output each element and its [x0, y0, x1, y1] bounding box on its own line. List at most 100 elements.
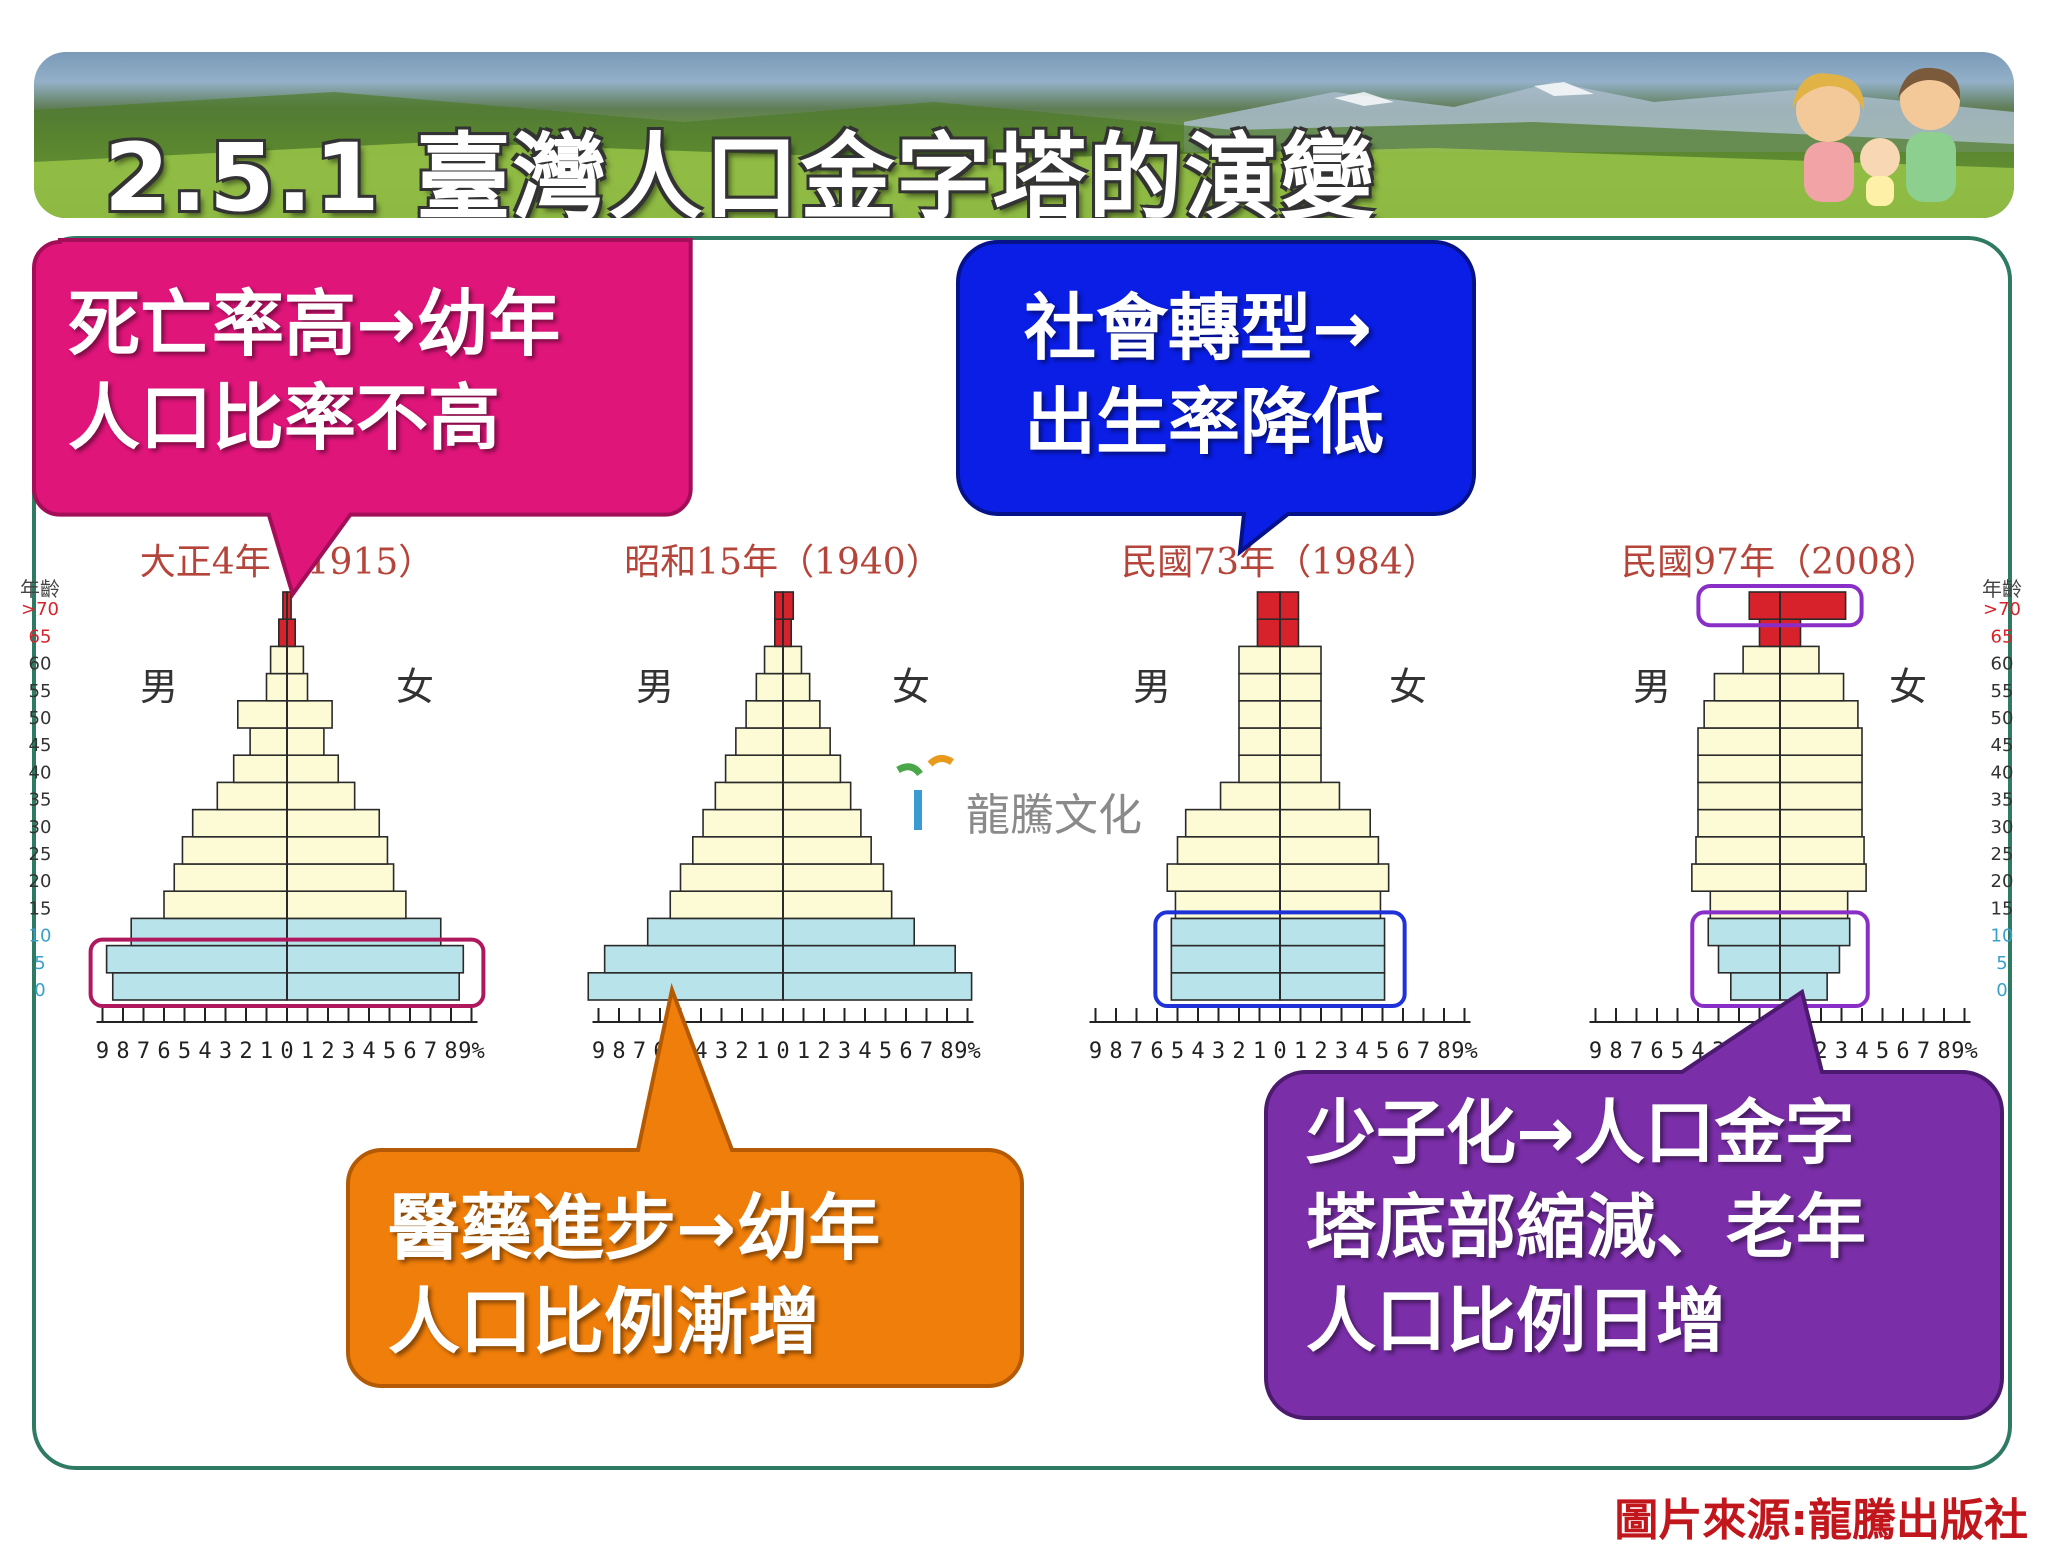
bar-female-0	[286, 971, 460, 1001]
x-tick-label: 6	[403, 1039, 416, 1064]
bar-male-35	[1697, 781, 1781, 811]
bar-male-30	[191, 808, 288, 838]
x-tick-label: 2	[1314, 1039, 1327, 1064]
x-tick-label: 8	[940, 1039, 953, 1064]
age-tick-label: 5	[34, 953, 45, 974]
x-tick-label: 6	[1150, 1039, 1163, 1064]
x-tick-label: 4	[858, 1039, 871, 1064]
age-tick-label: 30	[29, 817, 52, 838]
bar-female-50	[1779, 699, 1859, 729]
bar-female-5	[782, 944, 956, 974]
bar-female-10	[1779, 917, 1851, 947]
age-tick-label: 40	[29, 762, 52, 783]
bar-female-30	[1779, 808, 1863, 838]
x-tick-label: 1	[1253, 1039, 1266, 1064]
age-tick-label: 0	[1996, 980, 2007, 1001]
x-tick-label: 8	[116, 1039, 129, 1064]
age-tick-label: 60	[29, 654, 52, 675]
age-axis-label: 年齡	[1982, 577, 2022, 601]
bar-male-65	[277, 618, 288, 648]
callout-pink-shape	[32, 238, 693, 599]
bar-female-10	[782, 917, 915, 947]
bar-male-15	[163, 890, 288, 920]
male-label: 男	[140, 665, 178, 709]
bar-female-50	[782, 699, 821, 729]
pyramid-title: 昭和15年（1940）	[624, 542, 941, 583]
age-tick-label: 35	[1991, 790, 2014, 811]
bar-male-5	[1717, 944, 1781, 974]
watermark-text: 龍騰文化	[966, 791, 1142, 840]
age-tick-label: 15	[29, 898, 52, 919]
bar-male-20	[679, 863, 784, 893]
x-tick-label: 1	[756, 1039, 769, 1064]
bar-male->70	[773, 591, 784, 621]
female-label: 女	[396, 665, 434, 709]
bar-female->70	[782, 591, 795, 621]
x-tick-label: 8	[612, 1039, 625, 1064]
x-tick-label: 4	[362, 1039, 375, 1064]
bar-male-50	[237, 699, 288, 729]
bar-female-50	[286, 699, 333, 729]
x-tick-label: 3	[1212, 1039, 1225, 1064]
x-tick-label: 9	[96, 1039, 109, 1064]
x-tick-label: 5	[1376, 1039, 1389, 1064]
bar-male-60	[269, 645, 288, 675]
callout-blue-line-1: 社會轉型→	[1024, 286, 1373, 370]
bar-male-10	[1170, 917, 1281, 947]
x-tick-label: 9	[592, 1039, 605, 1064]
x-tick-label: 5	[879, 1039, 892, 1064]
content-frame	[32, 236, 2012, 1470]
x-tick-label: 1	[260, 1039, 273, 1064]
pyramid-title: 民國97年（2008）	[1621, 542, 1938, 583]
bar-female-40	[286, 754, 340, 784]
bar-male-45	[1697, 727, 1781, 757]
bar-female-55	[286, 672, 309, 702]
male-label: 男	[1133, 665, 1171, 709]
callout-purple-shape	[1264, 988, 2004, 1420]
x-tick-label: 5	[1876, 1039, 1889, 1064]
bar-female-55	[1779, 672, 1845, 702]
age-tick-label: 45	[29, 735, 52, 756]
bar-female-30	[286, 808, 381, 838]
male-label: 男	[1633, 665, 1671, 709]
age-tick-label: 50	[1991, 708, 2014, 729]
highlight-elderly	[1696, 584, 1864, 628]
bar-female-45	[782, 727, 831, 757]
bar-male-50	[1238, 699, 1281, 729]
bar-female-0	[1279, 971, 1386, 1001]
bar-female-5	[1279, 944, 1386, 974]
bar-male-65	[773, 618, 784, 648]
age-tick-label: >70	[1983, 599, 2021, 620]
age-tick-label: 40	[1991, 762, 2014, 783]
bar-female-45	[1779, 727, 1863, 757]
x-tick-label: 7	[424, 1039, 437, 1064]
x-tick-label: 3	[838, 1039, 851, 1064]
bar-male-55	[265, 672, 288, 702]
x-tick-label: 6	[1896, 1039, 1909, 1064]
bar-male-0	[587, 971, 784, 1001]
bar-male-0	[111, 971, 288, 1001]
bar-female-35	[782, 781, 852, 811]
bar-male-30	[1697, 808, 1781, 838]
bar-male-25	[1695, 835, 1781, 865]
age-tick-label: 65	[29, 626, 52, 647]
bar-female-25	[286, 835, 389, 865]
x-tick-label: 2	[239, 1039, 252, 1064]
x-tick-label: 7	[137, 1039, 150, 1064]
callout-orange-line-1: 醫藥進步→幼年	[388, 1186, 881, 1270]
age-tick-label: 10	[29, 926, 52, 947]
bar-female-0	[782, 971, 973, 1001]
callout-purple: 少子化→人口金字 塔底部縮減、老年 人口比例日增	[1262, 988, 2006, 1424]
bar-female-15	[286, 890, 407, 920]
age-tick-label: 20	[1991, 871, 2014, 892]
bar-male-30	[702, 808, 784, 838]
x-tick-label: 6	[899, 1039, 912, 1064]
bar-male-60	[1238, 645, 1281, 675]
callout-purple-line-1: 少子化→人口金字	[1306, 1092, 1855, 1174]
bar-male-5	[105, 944, 288, 974]
x-tick-label: 6	[157, 1039, 170, 1064]
x-tick-label: 0	[776, 1039, 789, 1064]
